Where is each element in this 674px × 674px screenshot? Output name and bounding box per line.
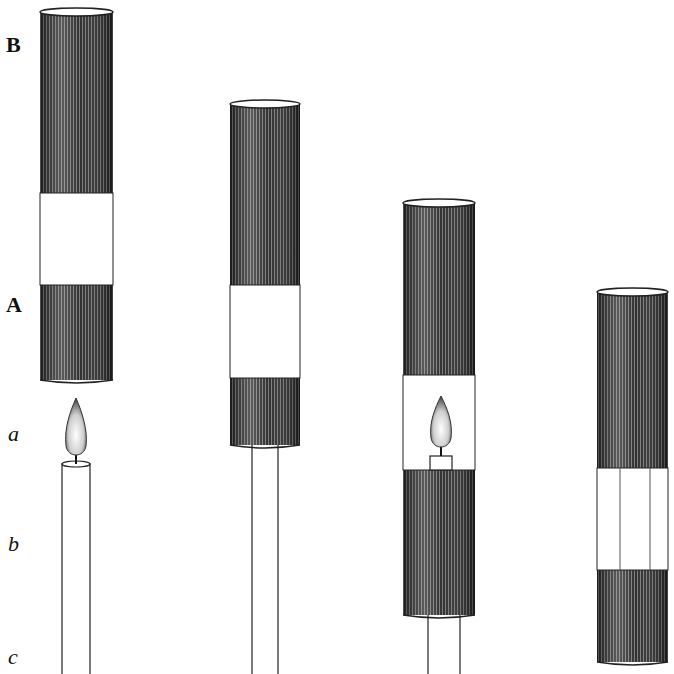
part-letter: b <box>8 533 19 555</box>
part-letter: a <box>8 423 19 445</box>
part-letter: B <box>6 34 21 56</box>
tube-one <box>40 8 113 674</box>
tube-three <box>403 199 475 674</box>
tube-four <box>597 288 668 665</box>
part-letter: c <box>8 646 18 668</box>
part-letter: A <box>6 294 22 316</box>
tube-two <box>230 100 300 674</box>
